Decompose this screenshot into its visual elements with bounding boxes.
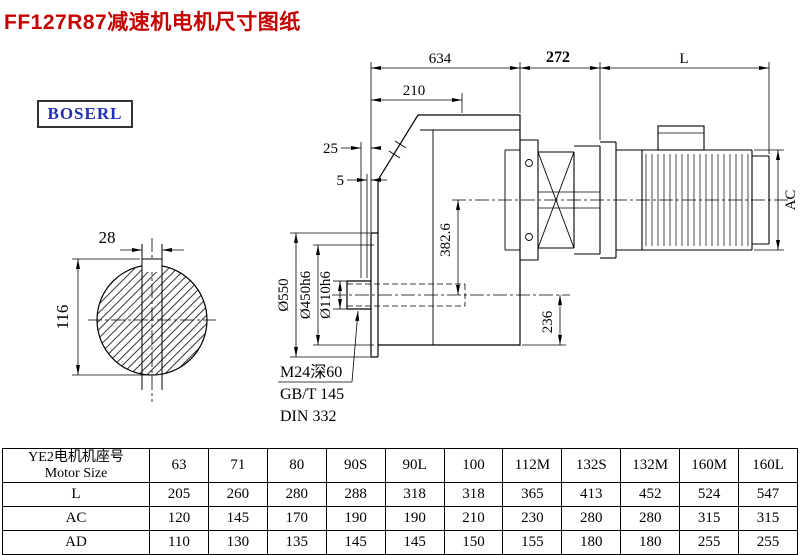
- terminal-box: [657, 125, 705, 151]
- note-tap: M24深60: [280, 363, 342, 381]
- dim-236-label: 236: [540, 310, 556, 333]
- dim-210-label: 210: [403, 83, 426, 99]
- table-cell: 547: [738, 482, 798, 507]
- table-cell: 180: [620, 530, 681, 555]
- header-cn: YE2电机机座号: [28, 449, 124, 465]
- motor-fins: [645, 154, 749, 246]
- top-dimensions: [341, 62, 770, 278]
- fan-cover: [752, 155, 770, 245]
- table-cell: 280: [266, 482, 327, 507]
- table-cell: 205: [149, 482, 209, 507]
- shaft-end-view: 28 116: [53, 228, 208, 390]
- table-cell: 315: [679, 506, 740, 531]
- row-label: AC: [2, 506, 150, 531]
- notes: M24深60 GB/T 145 DIN 332: [278, 310, 360, 425]
- table-cell: 318: [384, 482, 445, 507]
- col-header: 63: [149, 448, 209, 483]
- dim-L-label: L: [679, 51, 688, 67]
- table-cell: 180: [561, 530, 622, 555]
- row-label: L: [2, 482, 150, 507]
- table-cell: 365: [502, 482, 563, 507]
- col-header: 132M: [620, 448, 681, 483]
- table-cell: 170: [266, 506, 327, 531]
- col-header: 112M: [502, 448, 563, 483]
- brand-logo: BOSERL: [37, 100, 133, 128]
- note-din: DIN 332: [280, 408, 336, 425]
- table-cell: 145: [207, 506, 268, 531]
- table-cell: 413: [561, 482, 622, 507]
- table-cell: 318: [443, 482, 504, 507]
- table-cell: 524: [679, 482, 740, 507]
- table-cell: 120: [149, 506, 209, 531]
- header-en: Motor Size: [44, 465, 108, 481]
- page-title: FF127R87减速机电机尺寸图纸: [4, 11, 301, 34]
- keyway: [141, 244, 163, 390]
- note-gbt: GB/T 145: [280, 386, 344, 403]
- shaft-bore-hidden: [347, 283, 466, 307]
- dim-382-label: 382.6: [438, 223, 454, 257]
- dim-116: [72, 258, 150, 376]
- table-cell: 255: [679, 530, 740, 555]
- dim-110-label: Ø110h6: [318, 271, 334, 319]
- col-header: 160M: [679, 448, 740, 483]
- dim-116-label: 116: [53, 305, 72, 330]
- motor-adapter: [520, 139, 601, 261]
- table-cell: 210: [443, 506, 504, 531]
- table-row-AD: AD 110 130 135 145 145 150 155 180 180 2…: [2, 530, 798, 555]
- dim-28-label: 28: [99, 228, 116, 247]
- row-label: AD: [2, 530, 150, 555]
- motor-size-table: YE2电机机座号 Motor Size 63 71 80 90S 90L 100…: [2, 448, 798, 555]
- dim-634-label: 634: [429, 51, 452, 67]
- diameter-dimensions: [290, 232, 374, 358]
- table-corner-cell: YE2电机机座号 Motor Size: [2, 448, 150, 483]
- col-header: 71: [207, 448, 268, 483]
- table-cell: 452: [620, 482, 681, 507]
- table-cell: 315: [738, 506, 798, 531]
- col-header: 90S: [325, 448, 386, 483]
- col-header: 160L: [738, 448, 798, 483]
- table-cell: 280: [620, 506, 681, 531]
- col-header: 80: [266, 448, 327, 483]
- dim-5-label: 5: [337, 173, 345, 189]
- table-cell: 230: [502, 506, 563, 531]
- col-header: 90L: [384, 448, 445, 483]
- table-header-row: YE2电机机座号 Motor Size 63 71 80 90S 90L 100…: [2, 448, 798, 483]
- technical-drawing: 28 116: [53, 49, 799, 425]
- dim-272-label: 272: [546, 49, 570, 66]
- table-cell: 255: [738, 530, 798, 555]
- motor-size-table-wrap: YE2电机机座号 Motor Size 63 71 80 90S 90L 100…: [2, 448, 798, 555]
- table-cell: 145: [325, 530, 386, 555]
- dim-550-label: Ø550: [276, 278, 292, 311]
- table-cell: 110: [149, 530, 209, 555]
- table-cell: 190: [325, 506, 386, 531]
- table-row-L: L 205 260 280 288 318 318 365 413 452 52…: [2, 482, 798, 507]
- output-shaft: [346, 280, 371, 310]
- table-row-AC: AC 120 145 170 190 190 210 230 280 280 3…: [2, 506, 798, 531]
- motor: [600, 125, 770, 259]
- table-cell: 150: [443, 530, 504, 555]
- table-cell: 130: [207, 530, 268, 555]
- dim-AC-label: AC: [783, 190, 799, 211]
- col-header: 132S: [561, 448, 622, 483]
- table-cell: 260: [207, 482, 268, 507]
- table-cell: 155: [502, 530, 563, 555]
- gearbox-housing: [370, 114, 521, 358]
- dim-450-label: Ø450h6: [298, 270, 314, 319]
- table-cell: 280: [561, 506, 622, 531]
- dim-25-label: 25: [323, 141, 338, 157]
- table-cell: 288: [325, 482, 386, 507]
- table-cell: 135: [266, 530, 327, 555]
- vertical-dimensions: [456, 149, 784, 346]
- table-cell: 190: [384, 506, 445, 531]
- col-header: 100: [443, 448, 504, 483]
- table-cell: 145: [384, 530, 445, 555]
